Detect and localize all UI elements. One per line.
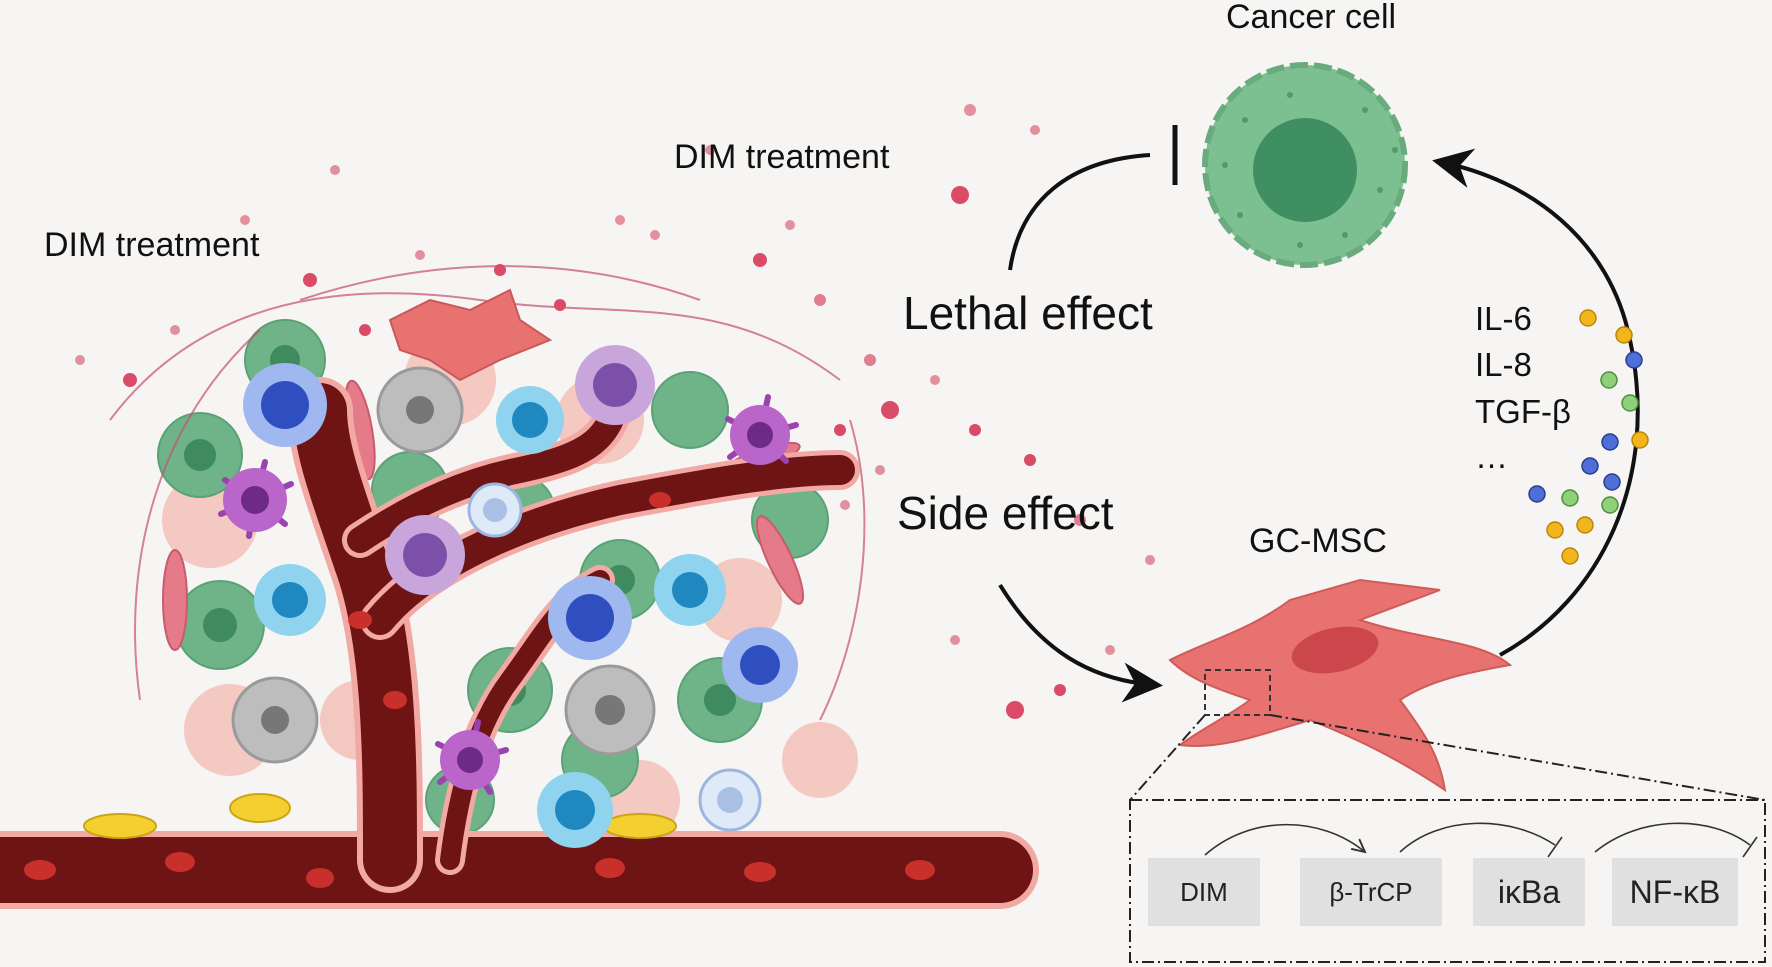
side-effect-label: Side effect (897, 487, 1114, 539)
pathway-inhibition-arrows (1399, 822, 1758, 858)
gc-msc-label: GC-MSC (1249, 522, 1387, 560)
tumor-microenvironment-illustration (0, 265, 1039, 909)
pathway-node: β-TrCP (1300, 858, 1442, 926)
dim-treatment-top-label: DIM treatment (674, 138, 890, 176)
cytokine-label: … (1475, 438, 1508, 475)
cytokine-dots (1528, 309, 1649, 565)
cytokine-label: IL-6 (1475, 300, 1532, 337)
pathway-node: NF-κB (1612, 858, 1738, 926)
inhibition-arrow-icon (1008, 125, 1178, 271)
cytokine-label: TGF-β (1475, 393, 1571, 430)
pathway-node: iκBa (1473, 858, 1585, 926)
gc-msc-cell-icon (1168, 578, 1513, 793)
activation-arrow-icon (998, 583, 1163, 703)
cytokine-label: IL-8 (1475, 346, 1532, 383)
pathway-activation-arrow (1204, 823, 1365, 856)
dim-treatment-left-label: DIM treatment (44, 226, 260, 264)
cancer-cell-icon (1202, 62, 1408, 268)
pathway-node: DIM (1148, 858, 1260, 926)
dim-drug-dots (75, 104, 1155, 719)
lethal-effect-label: Lethal effect (903, 287, 1153, 339)
zoom-callout (1129, 714, 1766, 963)
cancer-cell-label: Cancer cell (1226, 0, 1397, 36)
